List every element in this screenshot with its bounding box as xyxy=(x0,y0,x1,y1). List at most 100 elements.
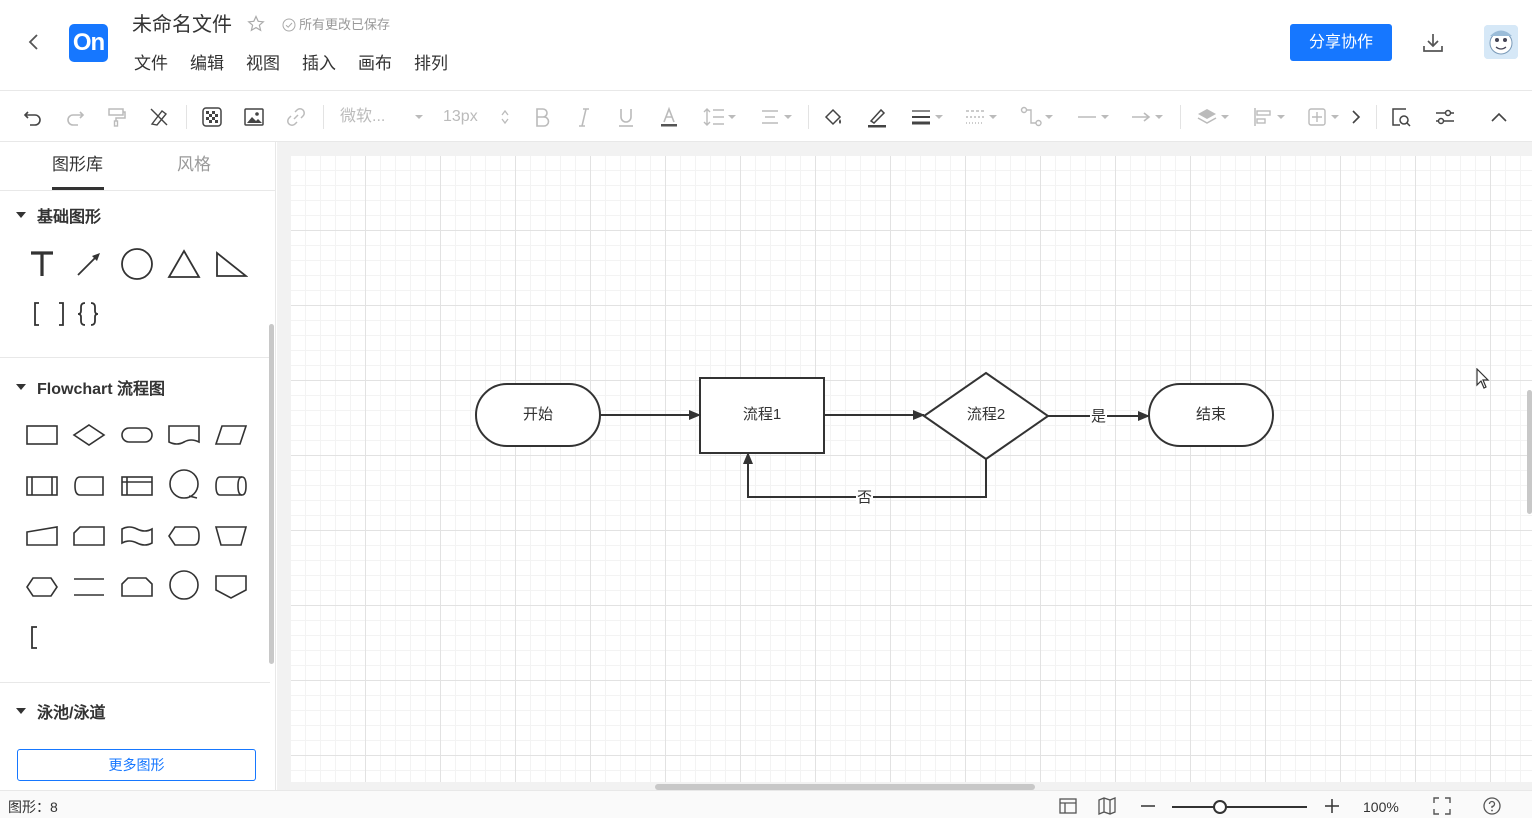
line-end-arrow-icon[interactable] xyxy=(1126,103,1166,131)
line-color-icon[interactable] xyxy=(864,103,890,131)
distribute-icon[interactable] xyxy=(1304,103,1340,131)
font-size-input[interactable]: 13px xyxy=(443,108,478,125)
zoom-slider-track[interactable] xyxy=(1172,806,1307,808)
shape-brace-left[interactable] xyxy=(58,294,98,334)
menu-arrange[interactable]: 排列 xyxy=(414,54,448,73)
shape-stored-data[interactable] xyxy=(69,466,109,506)
shape-text[interactable] xyxy=(22,244,62,284)
undo-icon[interactable] xyxy=(20,103,46,131)
shape-internal-storage[interactable] xyxy=(117,466,157,506)
section-basic-shapes[interactable]: 基础图形 xyxy=(16,203,101,227)
line-start-icon[interactable] xyxy=(1072,103,1112,131)
line-style-icon[interactable] xyxy=(960,103,1000,131)
fill-pattern-icon[interactable] xyxy=(199,103,225,131)
shape-punched-tape[interactable] xyxy=(117,516,157,556)
shape-library-sidebar: 图形库 风格 基础图形 Flowchart 流程图 xyxy=(0,142,276,790)
find-replace-icon[interactable] xyxy=(1388,103,1414,131)
text-align-icon[interactable] xyxy=(755,103,795,131)
shape-right-triangle[interactable] xyxy=(211,244,251,284)
align-icon[interactable] xyxy=(1248,103,1288,131)
font-family-select[interactable]: 微软... xyxy=(340,108,386,125)
shape-preparation[interactable] xyxy=(22,567,62,607)
image-icon[interactable] xyxy=(241,103,267,131)
settings-sliders-icon[interactable] xyxy=(1432,103,1458,131)
shape-predefined-process[interactable] xyxy=(22,466,62,506)
menu-view[interactable]: 视图 xyxy=(246,54,280,73)
shape-annotation[interactable] xyxy=(12,617,52,657)
line-height-icon[interactable] xyxy=(699,103,739,131)
back-arrow-icon[interactable] xyxy=(22,30,46,54)
format-painter-icon[interactable] xyxy=(104,103,130,131)
shape-data[interactable] xyxy=(211,415,251,455)
shape-brace-right[interactable] xyxy=(78,294,118,334)
shape-manual-operation[interactable] xyxy=(211,516,251,556)
shape-connector[interactable] xyxy=(164,464,204,504)
menu-canvas[interactable]: 画布 xyxy=(358,54,392,73)
font-family-chevron-down-icon[interactable] xyxy=(410,103,424,131)
share-button[interactable]: 分享协作 xyxy=(1290,24,1392,61)
collapse-triangle-icon xyxy=(16,708,26,714)
fill-color-icon[interactable] xyxy=(820,103,846,131)
avatar[interactable] xyxy=(1484,25,1518,59)
link-icon[interactable] xyxy=(283,103,309,131)
shape-display[interactable] xyxy=(164,516,204,556)
mouse-cursor-icon xyxy=(1476,367,1490,390)
shape-triangle[interactable] xyxy=(164,244,204,284)
shape-bracket-left[interactable] xyxy=(22,294,62,334)
menu-edit[interactable]: 编辑 xyxy=(190,54,224,73)
page-layout-icon[interactable] xyxy=(1058,796,1078,816)
section-flowchart[interactable]: Flowchart 流程图 xyxy=(16,375,165,399)
connector-type-icon[interactable] xyxy=(1016,103,1056,131)
shape-decision[interactable] xyxy=(69,415,109,455)
zoom-slider-handle[interactable] xyxy=(1213,800,1227,814)
sidebar-scrollbar[interactable] xyxy=(269,324,274,664)
section-swimlane[interactable]: 泳池/泳道 xyxy=(16,699,105,723)
zoom-level[interactable]: 100% xyxy=(1363,799,1399,815)
shape-card[interactable] xyxy=(69,516,109,556)
menu-insert[interactable]: 插入 xyxy=(302,54,336,73)
menu-file[interactable]: 文件 xyxy=(134,54,168,73)
star-icon[interactable] xyxy=(246,14,266,34)
help-icon[interactable] xyxy=(1482,796,1502,816)
shape-process[interactable] xyxy=(22,415,62,455)
zoom-out-icon[interactable] xyxy=(1138,796,1158,816)
section-divider xyxy=(0,682,270,683)
shape-on-page-reference[interactable] xyxy=(164,565,204,605)
shape-document[interactable] xyxy=(164,415,204,455)
font-color-icon[interactable] xyxy=(657,103,681,131)
map-icon[interactable] xyxy=(1097,796,1117,816)
shape-bracket-right[interactable] xyxy=(36,294,76,334)
underline-icon[interactable] xyxy=(614,103,638,131)
node-process1-shape[interactable] xyxy=(699,377,825,454)
shape-direct-data[interactable] xyxy=(211,466,251,506)
fullscreen-icon[interactable] xyxy=(1432,796,1452,816)
bold-icon[interactable] xyxy=(530,103,554,131)
layers-icon[interactable] xyxy=(1192,103,1232,131)
tab-shape-library[interactable]: 图形库 xyxy=(52,155,103,174)
shape-terminator[interactable] xyxy=(117,415,157,455)
node-start-label: 开始 xyxy=(522,406,553,423)
canvas-horizontal-scrollbar[interactable] xyxy=(655,784,1035,790)
shape-parallel-mode[interactable] xyxy=(69,567,109,607)
document-title[interactable]: 未命名文件 xyxy=(132,14,232,36)
download-icon[interactable] xyxy=(1420,30,1446,56)
app-logo[interactable]: On xyxy=(69,24,108,62)
shape-arrow[interactable] xyxy=(69,244,109,284)
shape-circle[interactable] xyxy=(117,244,157,284)
shape-manual-input[interactable] xyxy=(22,516,62,556)
collapse-toolbar-chevron-up-icon[interactable] xyxy=(1486,103,1512,131)
shape-off-page-reference[interactable] xyxy=(211,567,251,607)
zoom-in-icon[interactable] xyxy=(1322,796,1342,816)
canvas-vertical-scrollbar[interactable] xyxy=(1527,390,1532,514)
tab-style[interactable]: 风格 xyxy=(177,155,211,174)
clear-format-icon[interactable] xyxy=(146,103,172,131)
font-size-stepper-icon[interactable] xyxy=(498,103,512,131)
more-shapes-button[interactable]: 更多图形 xyxy=(17,749,256,781)
italic-icon[interactable] xyxy=(572,103,596,131)
line-width-icon[interactable] xyxy=(906,103,946,131)
collapse-triangle-icon xyxy=(16,212,26,218)
redo-icon[interactable] xyxy=(62,103,88,131)
shape-loop-limit[interactable] xyxy=(117,567,157,607)
drawing-canvas[interactable]: 开始 流程1 流程2 结束 是 否 xyxy=(291,156,1532,782)
chevron-right-icon[interactable] xyxy=(1344,103,1368,131)
